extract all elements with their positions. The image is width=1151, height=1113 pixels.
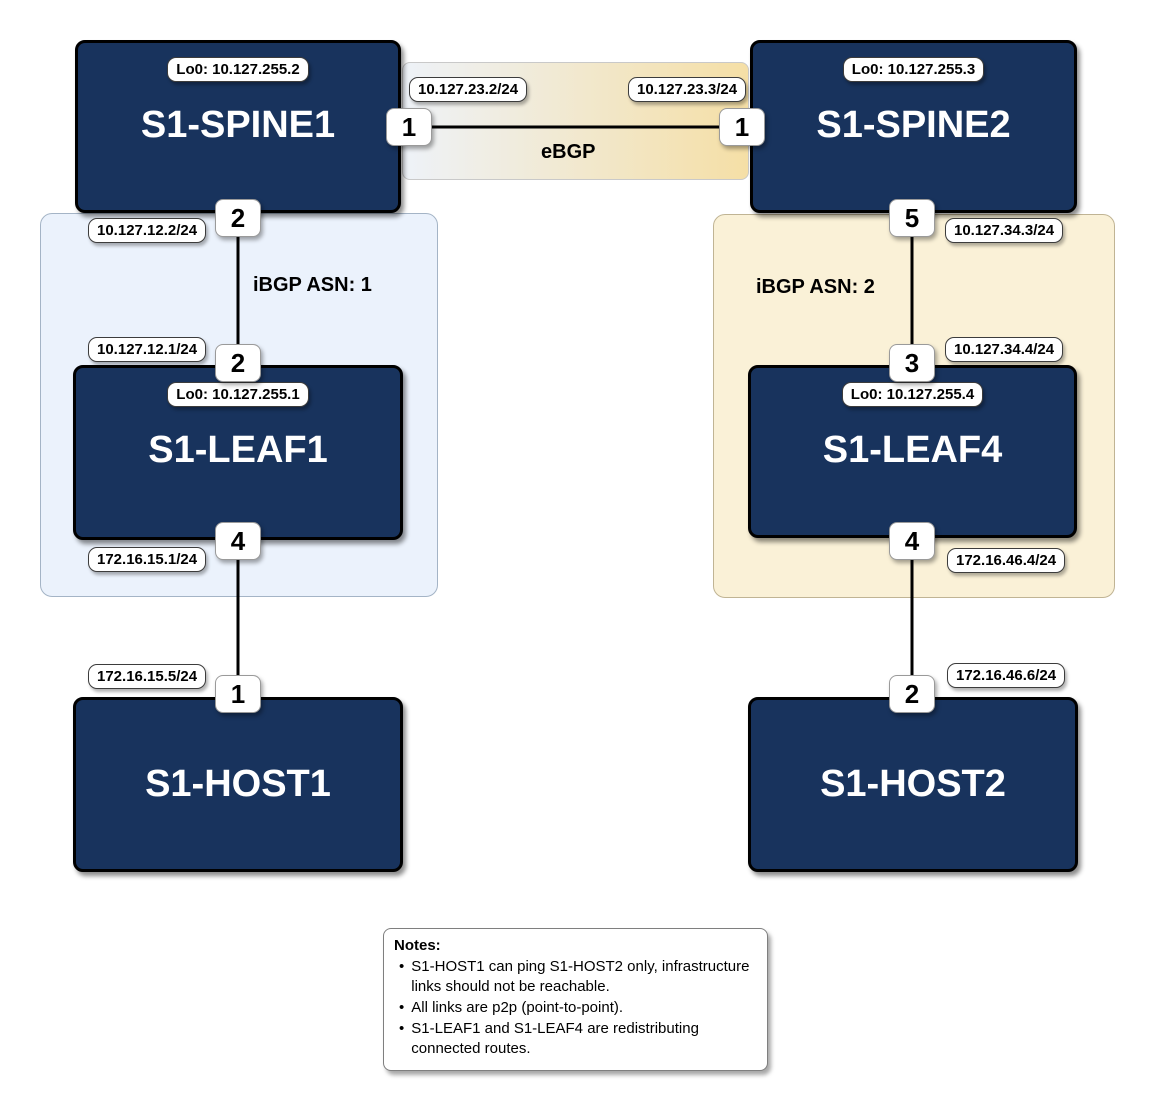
leaf1-port-4: 4: [215, 522, 261, 560]
spine1-port-2: 2: [215, 199, 261, 237]
note-item-text: S1-LEAF1 and S1-LEAF4 are redistributing…: [411, 1019, 699, 1058]
leaf1-loopback-label: Lo0: 10.127.255.1: [167, 382, 309, 407]
leaf4-name: S1-LEAF4: [822, 429, 1003, 471]
node-s1-spine1: Lo0: 10.127.255.2 S1-SPINE1: [75, 40, 401, 213]
note-item-text: S1-HOST1 can ping S1-HOST2 only, infrast…: [411, 957, 750, 996]
spine2-name: S1-SPINE2: [816, 104, 1011, 146]
ip-label-host2-to-leaf4: 172.16.46.6/24: [947, 663, 1066, 688]
node-s1-leaf4: Lo0: 10.127.255.4 S1-LEAF4: [748, 365, 1077, 538]
leaf4-port-4: 4: [889, 522, 935, 560]
host2-name: S1-HOST2: [820, 763, 1006, 805]
ip-label-spine1-ebgp: 10.127.23.2/24: [409, 77, 528, 102]
spine1-port-1: 1: [386, 108, 432, 146]
note-item: S1-HOST1 can ping S1-HOST2 only, infrast…: [394, 957, 755, 998]
host1-port-1: 1: [215, 675, 261, 713]
spine2-port-5: 5: [889, 199, 935, 237]
leaf1-name: S1-LEAF1: [148, 429, 328, 471]
ibgp-asn1-label: iBGP ASN: 1: [253, 274, 372, 296]
spine1-loopback-label: Lo0: 10.127.255.2: [167, 57, 309, 82]
spine2-port-1: 1: [719, 108, 765, 146]
ip-label-spine2-to-leaf4: 10.127.34.3/24: [945, 218, 1064, 243]
ip-label-host1-to-leaf1: 172.16.15.5/24: [88, 664, 207, 689]
leaf4-loopback-label: Lo0: 10.127.255.4: [841, 382, 984, 407]
node-s1-spine2: Lo0: 10.127.255.3 S1-SPINE2: [750, 40, 1077, 213]
ip-label-leaf4-to-spine2: 10.127.34.4/24: [945, 337, 1064, 362]
notes-title: Notes:: [394, 937, 441, 954]
spine2-loopback-label: Lo0: 10.127.255.3: [842, 57, 985, 82]
node-s1-host2: S1-HOST2: [748, 697, 1078, 872]
node-s1-leaf1: Lo0: 10.127.255.1 S1-LEAF1: [73, 365, 403, 540]
spine1-name: S1-SPINE1: [140, 104, 336, 146]
leaf1-port-2: 2: [215, 344, 261, 382]
ip-label-leaf1-to-spine1: 10.127.12.1/24: [88, 337, 207, 362]
host2-port-2: 2: [889, 675, 935, 713]
node-s1-host1: S1-HOST1: [73, 697, 403, 872]
ip-label-spine2-ebgp: 10.127.23.3/24: [628, 77, 747, 102]
host1-name: S1-HOST1: [145, 763, 331, 805]
note-item-text: All links are p2p (point-to-point).: [411, 999, 624, 1017]
note-item: S1-LEAF1 and S1-LEAF4 are redistributing…: [394, 1019, 755, 1060]
leaf4-port-3: 3: [889, 344, 935, 382]
ip-label-spine1-to-leaf1: 10.127.12.2/24: [88, 218, 207, 243]
ebgp-link-label: eBGP: [541, 141, 596, 163]
note-item: All links are p2p (point-to-point).: [394, 998, 755, 1019]
notes-box: Notes: S1-HOST1 can ping S1-HOST2 only, …: [383, 928, 768, 1072]
ibgp-asn2-label: iBGP ASN: 2: [756, 276, 875, 298]
ip-label-leaf1-to-host1: 172.16.15.1/24: [88, 547, 207, 572]
ip-label-leaf4-to-host2: 172.16.46.4/24: [947, 548, 1066, 573]
